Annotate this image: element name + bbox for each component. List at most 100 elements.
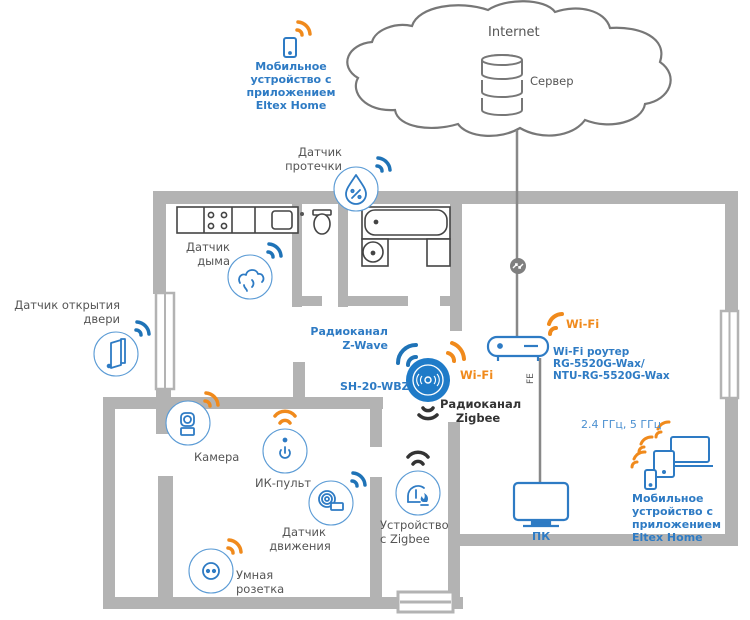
pc-monitor-icon: [512, 481, 570, 528]
band-label: 2.4 ГГц, 5 ГГц: [581, 418, 662, 431]
wall: [370, 397, 382, 447]
wall: [292, 191, 302, 307]
wall: [292, 296, 322, 306]
wifi-router-icon: [486, 335, 550, 361]
zwave-channel-label: Радиоканал Z-Wave: [300, 325, 388, 353]
mobile-top-label-line: приложением: [246, 86, 336, 99]
wifi-signal-icon: [226, 538, 243, 555]
zigbee-signal-icon: [406, 450, 430, 466]
smoke-sensor-label-line: Датчик: [186, 240, 230, 254]
door-icon: [106, 338, 126, 369]
wifi-signal-icon: [630, 420, 671, 469]
smart-socket-icon: [202, 562, 220, 580]
wifi-signal-icon: [203, 391, 220, 408]
leak-sensor-label-line: Датчик: [298, 145, 342, 159]
toilet: [312, 209, 332, 235]
wifi-signal-icon: [273, 409, 297, 425]
zigbee-channel-label-line: Радиоканал: [440, 397, 522, 411]
motion-sensor-icon: [318, 490, 344, 511]
door-sensor-label: Датчик открытия двери: [4, 298, 120, 326]
smoke-sensor-label: Датчик дыма: [170, 240, 230, 268]
motion-sensor-label-line: движения: [269, 539, 331, 553]
wall: [453, 534, 738, 546]
router-wifi-label: Wi-Fi: [566, 317, 600, 331]
smart-socket-label: Умная розетка: [236, 568, 284, 596]
wall: [338, 191, 348, 307]
leak-sensor-circle: [333, 166, 379, 212]
wall: [103, 397, 383, 409]
mobile-phone-icon: [283, 37, 297, 58]
wifi-signal-icon: [446, 341, 466, 363]
wall: [448, 422, 460, 607]
wall: [725, 191, 738, 311]
leak-sensor-label-line: протечки: [285, 159, 342, 173]
router-label-line: NTU-RG-5520G-Wax: [553, 370, 670, 382]
mobile-right-label-line: устройство с: [632, 505, 713, 518]
smart-socket-label-line: розетка: [236, 582, 285, 596]
zigbee-channel-label: Радиоканал Zigbee: [440, 397, 522, 425]
mobile-top-label-line: устройство с: [250, 73, 332, 86]
zwave-signal-icon: [375, 156, 392, 173]
server-label: Сервер: [530, 74, 574, 88]
wifi-signal-icon: [295, 20, 312, 37]
motion-sensor-label: Датчик движения: [258, 525, 342, 553]
wall: [293, 362, 305, 402]
mobile-right-label-line: Мобильное: [632, 492, 704, 505]
door-sensor-label-line: двери: [83, 312, 120, 326]
devices-icon: [644, 436, 713, 490]
smart-socket-circle: [188, 548, 234, 594]
zigbee-device-label: Устройство с Zigbee: [380, 518, 449, 546]
zwave-channel-label-line: Z-Wave: [342, 339, 388, 352]
wall: [158, 476, 173, 601]
camera-icon: [180, 412, 195, 436]
zigbee-device-label-line: Устройство: [380, 518, 449, 532]
wifi-signal-icon: [547, 312, 564, 336]
zwave-signal-icon: [134, 320, 151, 337]
zigbee-device-icon: [407, 485, 429, 506]
door-sensor-circle: [93, 331, 139, 377]
fe-port-label: FE: [526, 373, 536, 384]
smart-socket-label-line: Умная: [236, 568, 274, 582]
zigbee-signal-icon: [417, 406, 439, 421]
camera-label: Камера: [194, 450, 240, 464]
smoke-cloud-icon: [238, 269, 265, 292]
wall: [725, 398, 738, 546]
motion-sensor-label-line: Датчик: [282, 525, 326, 539]
mobile-right-label-line: приложением: [632, 518, 721, 531]
wall: [153, 191, 513, 204]
ir-remote-icon: [279, 437, 291, 459]
zwave-signal-icon: [396, 343, 418, 367]
internet-label: Internet: [488, 25, 540, 40]
zigbee-channel-label-line: Zigbee: [455, 411, 501, 425]
mobile-top-label-line: Мобильное: [255, 60, 327, 73]
hub-sh20wbz: [406, 358, 450, 402]
hub-wifi-label: Wi-Fi: [460, 368, 494, 382]
wall: [370, 477, 382, 602]
router-label-line: Wi-Fi роутер: [553, 346, 630, 358]
water-drop-percent-icon: [345, 174, 367, 205]
zwave-channel-label-line: Радиоканал: [310, 325, 388, 338]
server-icon: [481, 54, 523, 116]
wall: [338, 296, 408, 306]
smoke-sensor-label-line: дыма: [197, 254, 230, 268]
zigbee-device-circle: [395, 470, 441, 516]
leak-sensor-label: Датчик протечки: [270, 145, 342, 173]
router-label: Wi-Fi роутер RG-5520G-Wax/ NTU-RG-5520G-…: [553, 346, 670, 382]
kitchen-counter: [176, 206, 299, 234]
zwave-signal-icon: [266, 242, 283, 259]
zwave-signal-icon: [350, 471, 367, 488]
mobile-right-label-line: Eltex Home: [632, 531, 703, 544]
mobile-right-label: Мобильное устройство с приложением Eltex…: [632, 492, 721, 544]
hub-model-label: SH-20-WBZ: [340, 380, 410, 393]
link-connector-icon: [510, 258, 526, 274]
bathtub: [361, 206, 451, 267]
wall: [103, 397, 115, 609]
wall: [153, 191, 166, 294]
mobile-top-label-line: Eltex Home: [255, 99, 327, 112]
smoke-sensor-circle: [227, 254, 273, 300]
door-sensor-label-line: Датчик открытия: [14, 298, 120, 312]
router-label-line: RG-5520G-Wax/: [553, 358, 645, 370]
wall: [450, 191, 462, 331]
ir-remote-label: ИК-пульт: [255, 476, 312, 490]
